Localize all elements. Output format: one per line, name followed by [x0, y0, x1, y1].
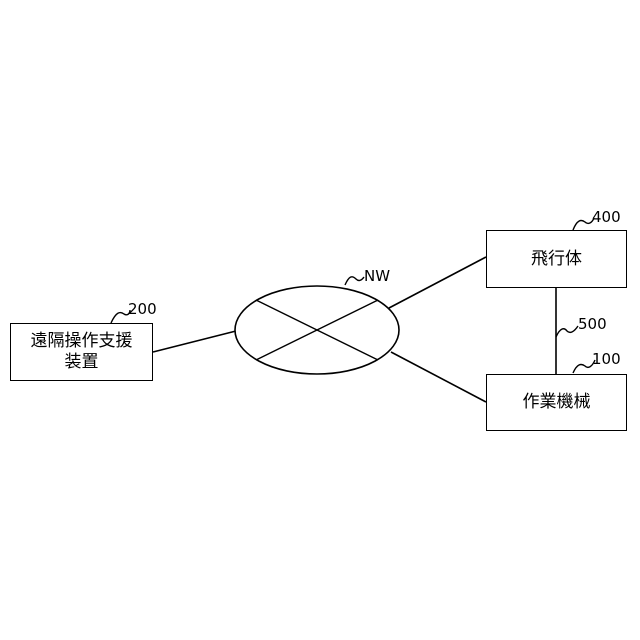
ref-100: 100 — [592, 351, 621, 367]
ref-500: 500 — [578, 316, 607, 332]
flying-body-box: 飛行体 — [486, 230, 627, 288]
remote-support-device-box: 遠隔操作支援 装置 — [10, 323, 153, 381]
link-network-to-work-machine — [391, 352, 486, 402]
flying-body-label: 飛行体 — [531, 249, 582, 270]
ref-nw: NW — [364, 268, 390, 284]
work-machine-box: 作業機械 — [486, 374, 627, 431]
link-support-to-network — [153, 331, 236, 352]
ref-400: 400 — [592, 209, 621, 225]
leader-400 — [573, 218, 594, 230]
work-machine-label: 作業機械 — [523, 392, 591, 413]
remote-support-device-label: 遠隔操作支援 装置 — [31, 331, 133, 373]
link-network-to-flying-body — [389, 257, 486, 308]
leader-500 — [556, 326, 578, 337]
leader-nw — [345, 277, 364, 285]
ref-200: 200 — [128, 301, 157, 317]
